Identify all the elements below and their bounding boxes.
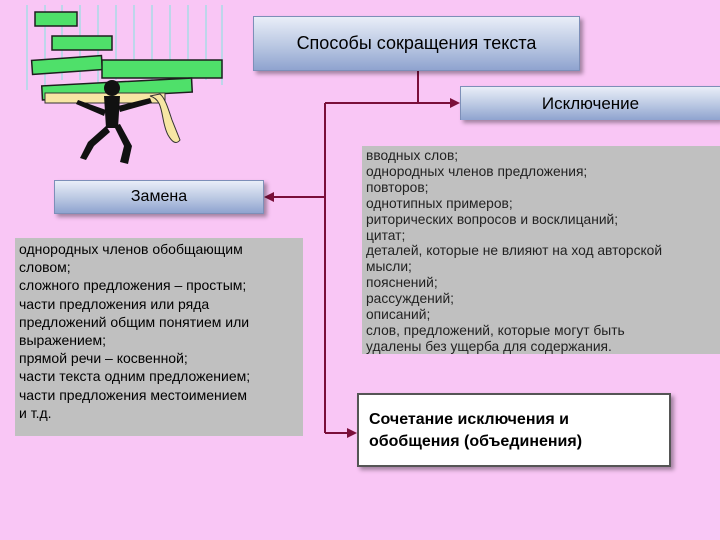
exclusion-list: вводных слов; однородных членов предложе… <box>362 146 720 354</box>
diagram-title: Способы сокращения текста <box>296 33 537 53</box>
replacement-item: части предложения или ряда <box>19 295 210 312</box>
exclusion-item: однотипных примеров; <box>366 195 513 211</box>
replacement-item: однородных членов обобщающим <box>19 241 243 257</box>
title-box: Способы сокращения текста <box>253 16 580 71</box>
replacement-item: прямой речи – косвенной; <box>19 350 188 367</box>
replacement-item: и т.д. <box>19 404 52 421</box>
clipart-illustration <box>26 5 223 164</box>
combination-line-2: обобщения (объединения) <box>369 433 583 450</box>
replacement-item: сложного предложения – простым; <box>19 277 247 294</box>
exclusion-item: риторических вопросов и восклицаний; <box>366 211 619 227</box>
replacement-item: выражением; <box>19 332 107 349</box>
exclusion-item: слов, предложений, которые могут быть <box>366 322 625 338</box>
replacement-label: Замена <box>130 188 188 205</box>
replacement-list: однородных членов обобщающим словом; сло… <box>15 238 303 436</box>
replacement-box: Замена <box>54 180 264 214</box>
exclusion-item: удалены без ущерба для содержания. <box>366 338 612 354</box>
exclusion-item: цитат; <box>366 227 406 243</box>
exclusion-item: деталей, которые не влияют на ход авторс… <box>366 243 663 259</box>
exclusion-item: однородных членов предложения; <box>366 163 588 179</box>
exclusion-item: описаний; <box>366 307 431 323</box>
replacement-item: словом; <box>19 259 71 276</box>
exclusion-box: Исключение <box>460 86 720 120</box>
connector-lines <box>264 71 460 438</box>
exclusion-item: мысли; <box>366 259 412 275</box>
combination-line-1: Сочетание исключения и <box>369 411 569 428</box>
exclusion-item: повторов; <box>366 179 429 195</box>
exclusion-item: пояснений; <box>366 275 438 291</box>
replacement-item: части текста одним предложением; <box>19 368 251 385</box>
replacement-item: части предложения местоимением <box>19 386 247 403</box>
man-figure <box>76 80 152 164</box>
exclusion-label: Исключение <box>541 93 640 113</box>
green-bars <box>30 11 223 101</box>
replacement-item: предложений общим понятием или <box>19 313 250 330</box>
exclusion-item: вводных слов; <box>366 148 459 163</box>
combination-box: Сочетание исключения и обобщения (объеди… <box>357 393 671 467</box>
exclusion-item: рассуждений; <box>366 291 455 307</box>
